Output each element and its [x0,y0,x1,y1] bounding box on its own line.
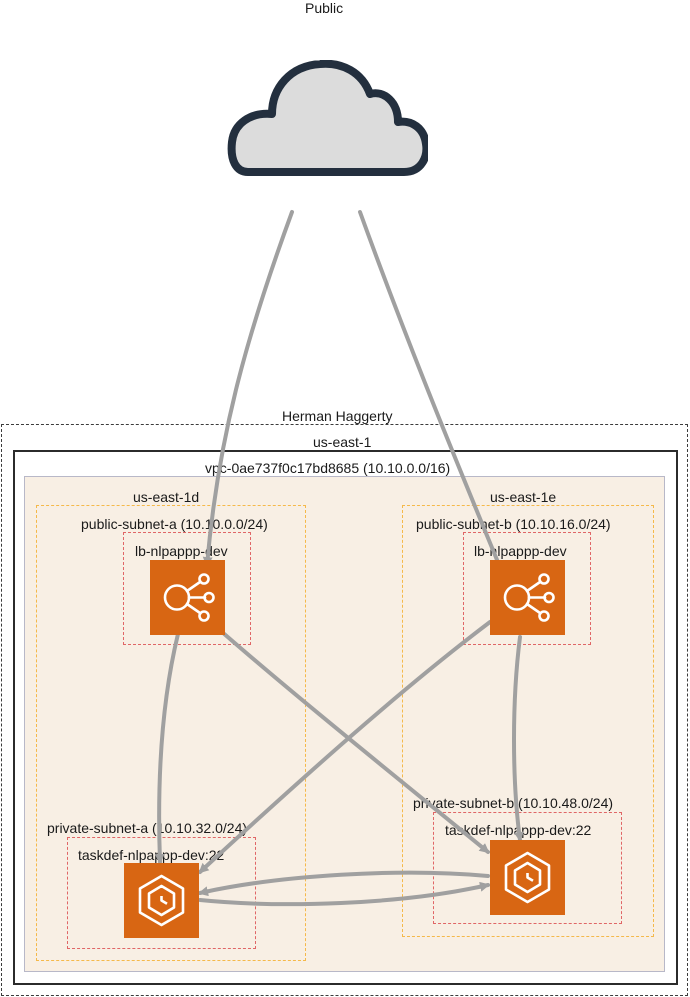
task-a-label: taskdef-nlpappp-dev:22 [78,847,225,863]
account-boundary [1,424,688,996]
vpc-label: vpc-0ae737f0c17bd8685 (10.10.0.0/16) [205,460,451,476]
load-balancer-icon[interactable] [150,560,225,635]
ecs-container-icon[interactable] [490,840,565,915]
public-subnet-a-label: public-subnet-a (10.10.0.0/24) [81,516,268,532]
lb-a-label: lb-nlpappp-dev [135,543,228,559]
public-subnet-a-boundary [123,532,251,645]
task-b-label: taskdef-nlpappp-dev:22 [445,822,592,838]
lb-b-label: lb-nlpappp-dev [474,543,567,559]
region-label: us-east-1 [313,434,372,450]
az-b-label: us-east-1e [490,489,557,505]
az-a-label: us-east-1d [133,489,200,505]
public-subnet-b-label: public-subnet-b (10.10.16.0/24) [416,516,611,532]
cloud-icon [226,59,431,178]
private-subnet-b-label: private-subnet-b (10.10.48.0/24) [413,795,614,811]
public-label: Public [305,0,344,16]
private-subnet-a-label: private-subnet-a (10.10.32.0/24) [47,820,248,836]
ecs-container-icon[interactable] [124,863,199,938]
public-subnet-b-boundary [463,532,591,645]
load-balancer-icon[interactable] [490,560,565,635]
account-label: Herman Haggerty [282,408,393,424]
